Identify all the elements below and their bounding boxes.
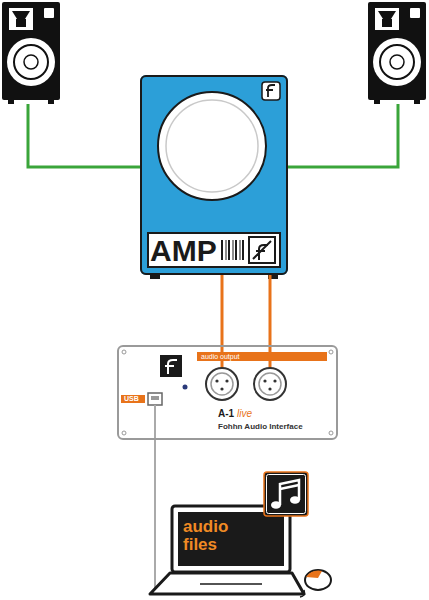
mouse: [300, 570, 331, 597]
screw: [122, 350, 126, 354]
icon-tile: [264, 472, 308, 516]
xlr-insert: [211, 373, 233, 395]
interface-body: [117, 345, 338, 440]
xlr-connector: [206, 368, 238, 400]
usb-cable: [154, 505, 156, 591]
amp-woofer-ring: [166, 100, 258, 192]
woofer-cap: [24, 55, 38, 69]
model-name: A-1: [218, 408, 234, 420]
note-beam: [280, 485, 299, 489]
woofer-cap: [390, 55, 404, 69]
amplifier-box: AMP: [140, 75, 288, 275]
amplifier: [140, 75, 288, 279]
woofer-cone: [14, 45, 48, 79]
panel-section-label: audio output: [197, 352, 327, 361]
amp-label: AMP: [150, 235, 217, 267]
speaker-logo: [410, 8, 420, 18]
laptop-box: audio files: [150, 505, 300, 600]
speaker-cabinet: [2, 2, 60, 100]
cable-connector: [154, 440, 156, 505]
note-stem: [280, 480, 299, 505]
woofer-surround: [7, 38, 55, 86]
amp-foot: [150, 275, 160, 279]
cable-connector: [269, 275, 272, 345]
tweeter-driver: [16, 19, 26, 27]
tweeter-driver: [382, 19, 392, 27]
device-name: Fohhn Audio Interface: [218, 422, 303, 432]
usb-port: [148, 393, 162, 405]
icon-tile-edge: [267, 475, 306, 514]
cable-connector: [221, 275, 224, 345]
tweeter-horn: [375, 8, 399, 30]
laptop-trackpad: [200, 583, 262, 585]
speaker-foot: [414, 100, 420, 104]
tweeter-horn: [9, 8, 33, 30]
xlr-connector: [254, 368, 286, 400]
amp-plate-logo: [249, 237, 275, 263]
speaker-logo: [44, 8, 54, 18]
interface-logo-mark: [165, 360, 177, 374]
speaker-foot: [48, 100, 54, 104]
speaker-foot: [8, 100, 14, 104]
speaker-right: [368, 2, 426, 104]
port-label: USB: [121, 395, 145, 403]
laptop-base: [150, 573, 304, 594]
mouse-cord: [300, 590, 305, 597]
host-led: [183, 385, 188, 390]
laptop: [150, 505, 304, 594]
speaker-cable: [28, 104, 141, 167]
amp-logo: [262, 82, 280, 100]
xlr-insert: [259, 373, 281, 395]
speaker-cabinet: [368, 2, 426, 100]
mouse-body: [305, 570, 331, 590]
amp-label-plate: [148, 233, 280, 267]
tweeter-throat: [12, 11, 30, 19]
amp-logo-mark: [266, 85, 275, 97]
note-head: [290, 496, 300, 504]
amp-barcode: [222, 240, 243, 260]
speaker-cable: [287, 104, 398, 167]
screen-text: audio files: [183, 518, 253, 554]
amp-body: [140, 75, 288, 275]
audio-interface-box: audio outputA-1liveFohhn Audio Interface…: [117, 345, 338, 440]
screw: [122, 431, 126, 435]
amp-plate-logo-mark: [253, 241, 271, 260]
laptop-screen: [178, 512, 284, 566]
usb-port-tongue: [151, 396, 159, 400]
speaker-left: [2, 2, 60, 104]
screw: [329, 350, 333, 354]
note-head: [271, 501, 281, 509]
amp-woofer: [158, 92, 266, 200]
woofer-cone: [380, 45, 414, 79]
music-file-icon: [264, 472, 308, 516]
tweeter-throat: [378, 11, 396, 19]
audio-interface: [117, 345, 338, 440]
usb-cable-end: [154, 405, 156, 440]
mouse-button: [306, 571, 322, 578]
interface-logo: [160, 355, 182, 377]
model-suffix: live: [237, 408, 252, 420]
speaker-foot: [374, 100, 380, 104]
amp-foot: [268, 275, 278, 279]
screw: [329, 431, 333, 435]
woofer-surround: [373, 38, 421, 86]
